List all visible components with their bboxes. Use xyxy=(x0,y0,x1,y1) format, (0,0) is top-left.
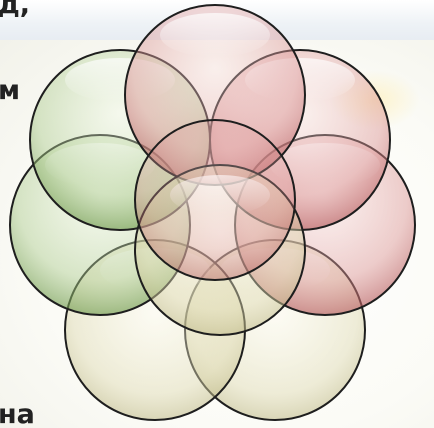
circle-center-core xyxy=(135,120,295,280)
